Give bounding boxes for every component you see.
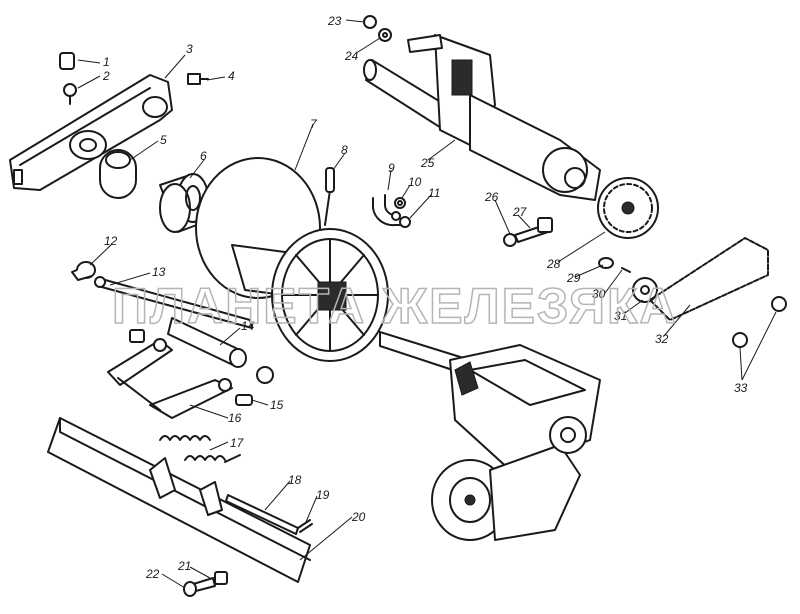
callout-26: 26 xyxy=(484,190,499,204)
callout-7: 7 xyxy=(310,117,318,131)
callout-20: 20 xyxy=(351,510,366,524)
callout-6: 6 xyxy=(200,149,207,163)
leader-lines xyxy=(77,19,777,589)
output-shaft-housing xyxy=(363,34,601,201)
roller xyxy=(256,366,274,384)
callout-8: 8 xyxy=(341,143,348,157)
callout-9: 9 xyxy=(388,161,395,175)
nut-small xyxy=(391,211,411,228)
callout-28: 28 xyxy=(546,257,561,271)
callout-25: 25 xyxy=(420,156,435,170)
nut-23 xyxy=(363,15,377,29)
callout-24: 24 xyxy=(344,49,359,63)
callout-12: 12 xyxy=(104,234,118,248)
callout-10: 10 xyxy=(408,175,422,189)
callout-23: 23 xyxy=(327,14,342,28)
callout-17: 17 xyxy=(230,436,245,450)
bolt-27 xyxy=(514,217,553,243)
callout-21: 21 xyxy=(177,559,191,573)
base-frame xyxy=(47,417,311,583)
callout-16: 16 xyxy=(228,411,242,425)
pivot-arm xyxy=(9,74,173,191)
washer xyxy=(394,197,406,209)
key-30 xyxy=(621,267,631,273)
tube-14 xyxy=(167,317,247,368)
callout-29: 29 xyxy=(566,271,581,285)
washer-29 xyxy=(598,257,614,269)
callout-1: 1 xyxy=(103,55,110,69)
callout-18: 18 xyxy=(288,473,302,487)
cotter-pin-19 xyxy=(297,519,313,533)
callout-3: 3 xyxy=(186,42,193,56)
callout-4: 4 xyxy=(228,69,235,83)
callout-33: 33 xyxy=(734,381,748,395)
cable-drum xyxy=(195,157,389,362)
callout-5: 5 xyxy=(160,133,167,147)
washer-24 xyxy=(378,28,392,42)
pin-15 xyxy=(235,394,253,406)
shaft-13 xyxy=(94,276,253,329)
callout-31: 31 xyxy=(614,309,627,323)
watermark-text: ПЛАНЕТА ЖЕЛЕЗЯКА xyxy=(112,278,678,334)
callout-30: 30 xyxy=(592,287,606,301)
callout-14: 14 xyxy=(241,319,255,333)
bushing xyxy=(99,149,137,199)
callout-22: 22 xyxy=(145,567,160,581)
callout-15: 15 xyxy=(270,398,284,412)
callout-labels: 1 2 3 4 5 6 7 8 9 10 11 12 13 14 15 16 1… xyxy=(102,14,748,581)
rod-18 xyxy=(225,494,299,535)
gearbox-motor xyxy=(379,331,601,541)
drive-chain xyxy=(649,237,769,321)
grease-fitting xyxy=(59,52,77,105)
sprocket-large xyxy=(597,177,659,239)
nut-33 xyxy=(732,296,787,348)
spacer-12 xyxy=(71,261,96,281)
bolt-21 xyxy=(183,571,228,597)
bolt-small xyxy=(187,73,209,85)
bolt-left xyxy=(129,329,145,343)
callout-19: 19 xyxy=(316,488,330,502)
callout-13: 13 xyxy=(152,265,166,279)
pin xyxy=(325,167,335,193)
callout-27: 27 xyxy=(512,205,528,219)
linkage-lever xyxy=(107,338,233,419)
callout-11: 11 xyxy=(428,186,440,200)
sprocket-small xyxy=(632,277,658,303)
springs xyxy=(159,435,241,463)
callout-32: 32 xyxy=(655,332,669,346)
callout-2: 2 xyxy=(102,69,110,83)
washer-26 xyxy=(503,233,517,247)
